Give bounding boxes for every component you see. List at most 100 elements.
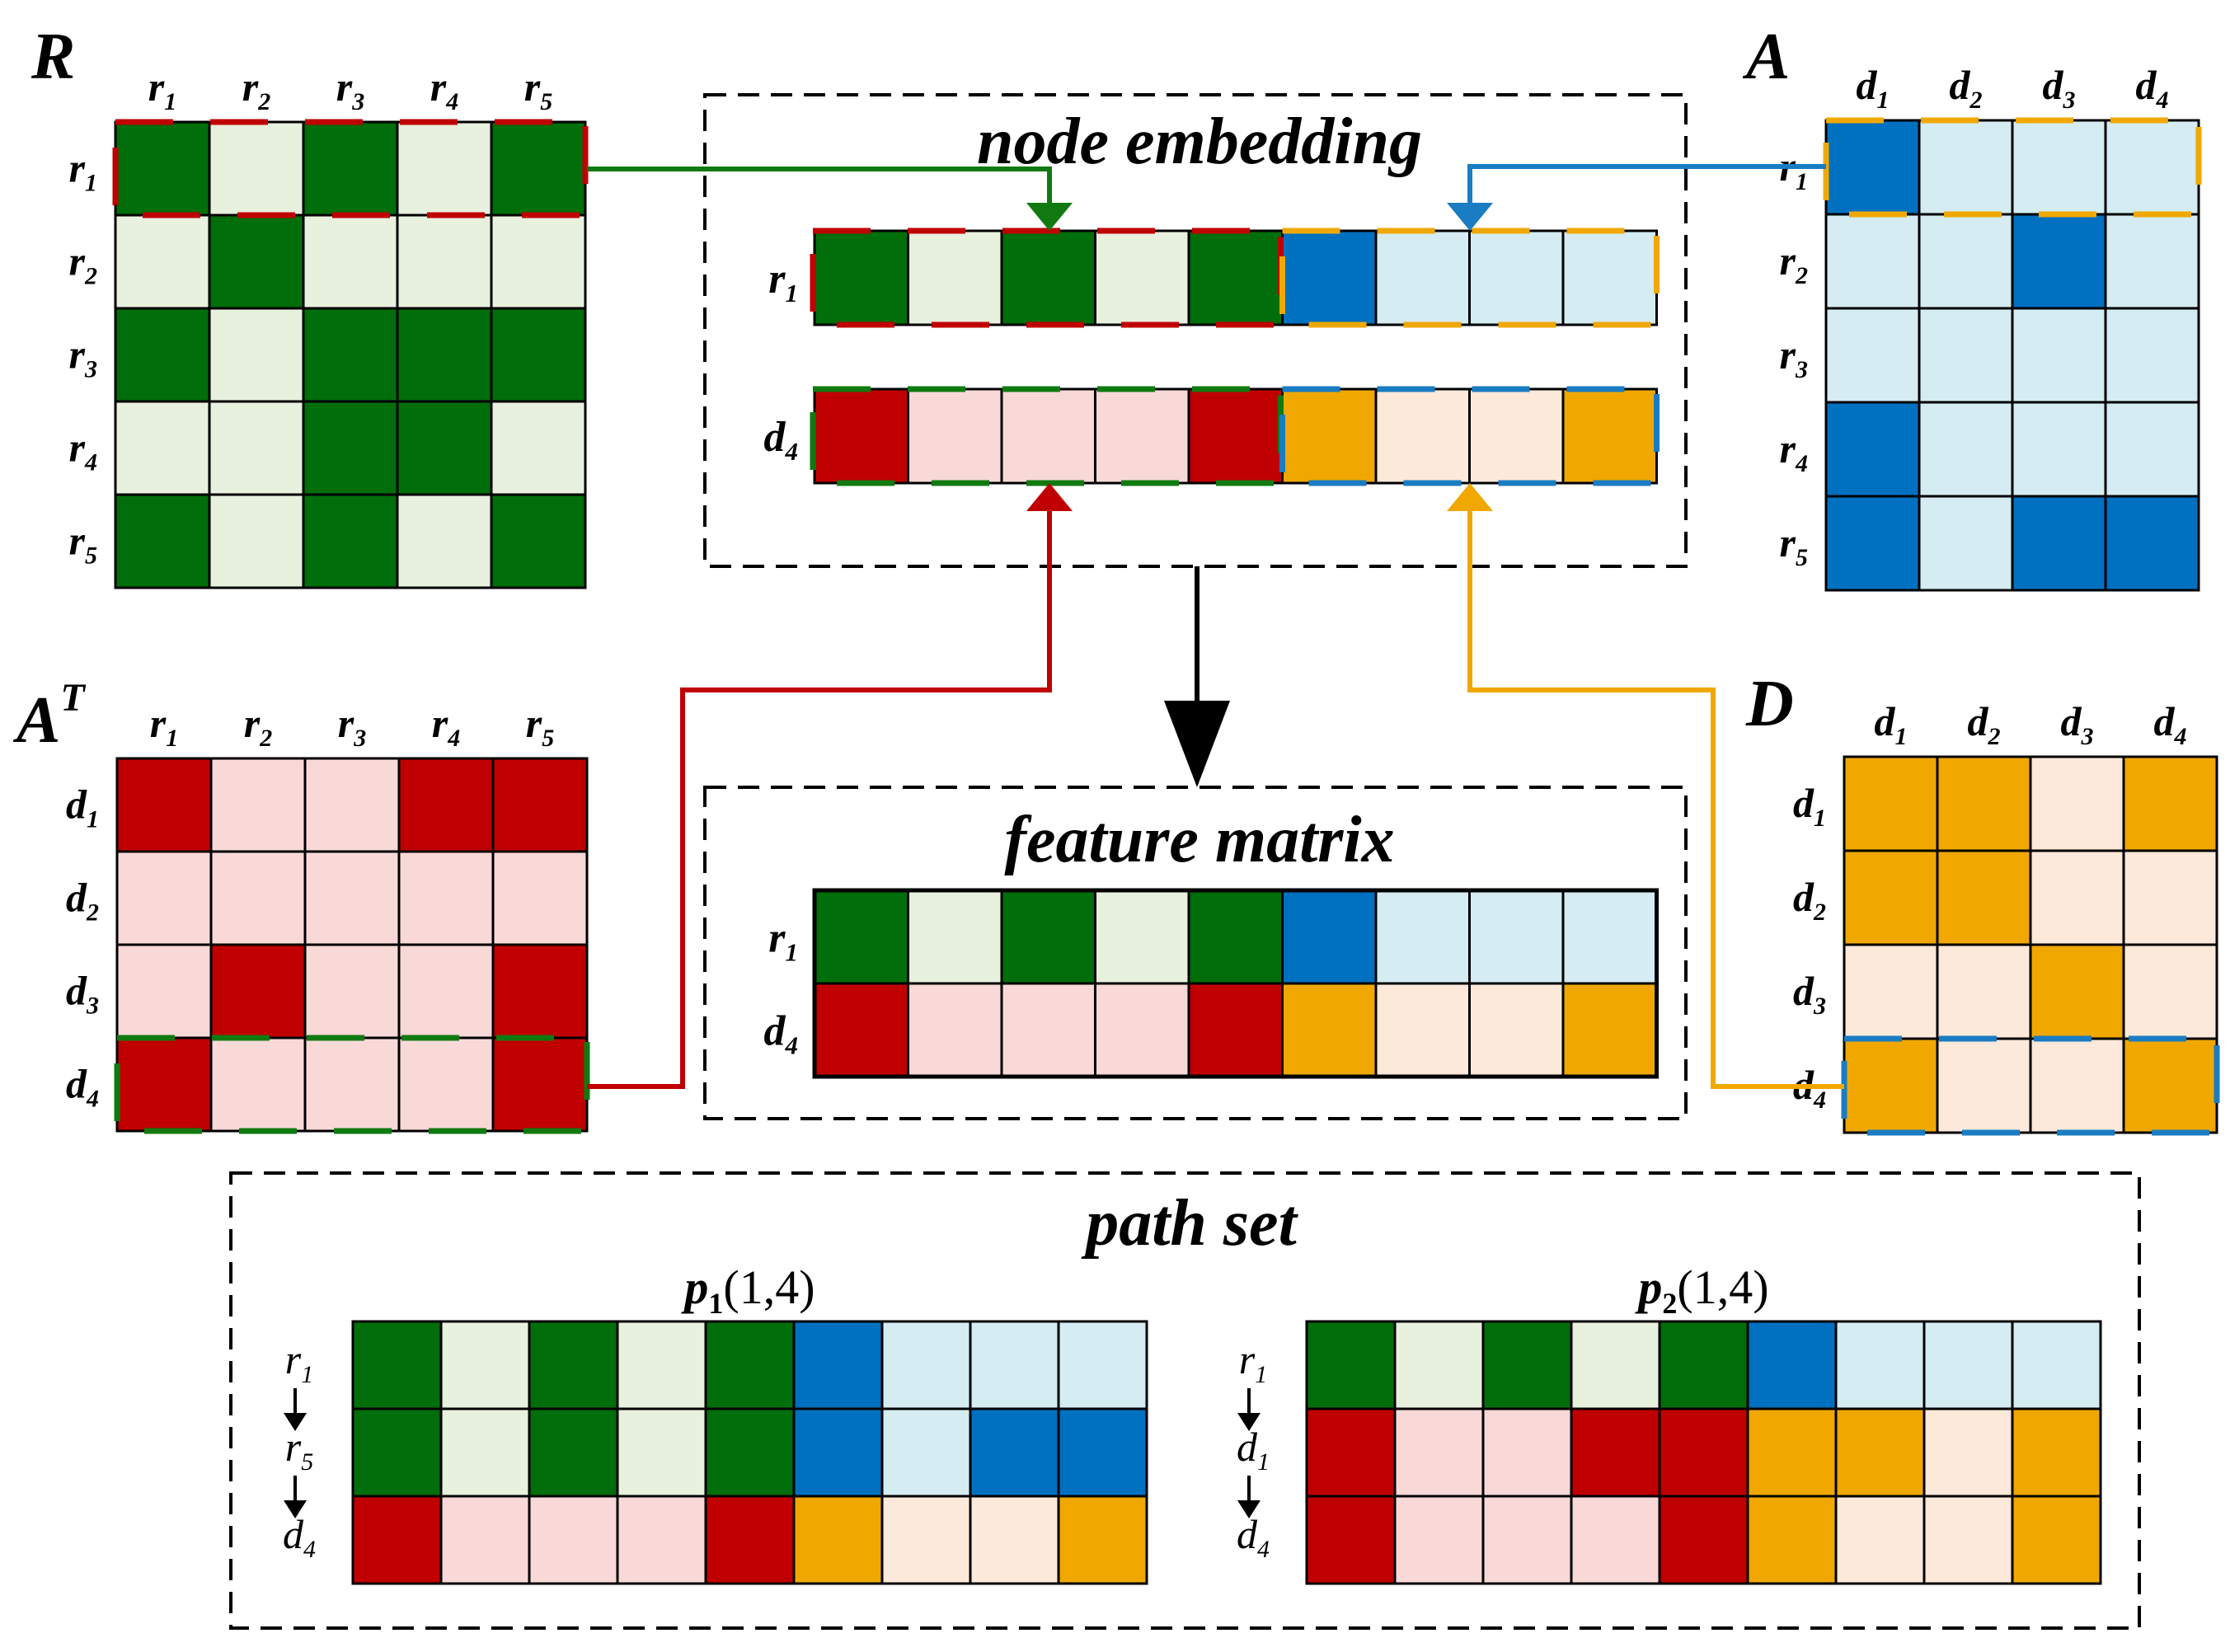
matrix-R-cell: [114, 214, 211, 310]
matrix-R-row-label: r3: [69, 331, 97, 383]
matrix-AT-cell: [209, 850, 307, 946]
matrix-R-cell: [208, 400, 305, 496]
embedding-row-1-cell: [1187, 229, 1284, 326]
matrix-A-cell: [1824, 307, 1921, 404]
path-2-row-cell: [2011, 1320, 2102, 1410]
path-2: p2(1,4) r1 d1 d4: [1237, 1260, 2102, 1585]
matrix-D-cell: [2122, 849, 2218, 946]
matrix-A-cell: [1918, 307, 2014, 404]
matrix-A-cell: [1918, 119, 2014, 216]
path-set-box: [229, 1171, 2141, 1630]
path-2-row-cell: [2011, 1495, 2102, 1585]
path-1-row-cell: [792, 1320, 884, 1410]
path-2-title: p2(1,4): [1634, 1260, 1768, 1320]
embedding-r1-right-highlight: [1279, 228, 1660, 328]
path-step-arrowhead: [1237, 1413, 1261, 1431]
path-2-row-cell: [1305, 1495, 1397, 1585]
matrix-AT-cell: [303, 943, 401, 1040]
feature-row-2-cell: [907, 982, 1003, 1078]
path-2-row-cell: [1570, 1407, 1661, 1498]
matrix-D-col-label: d4: [2154, 698, 2187, 750]
feature-row-2-cell: [813, 982, 909, 1078]
matrix-AT-col-label: r3: [338, 700, 366, 752]
path-2-row-cell: [1658, 1407, 1749, 1498]
embedding-row-2-cell: [1374, 387, 1471, 485]
feature-row-1-cell: [1468, 889, 1565, 985]
path-1-row-cell: [969, 1320, 1060, 1410]
embedding-row-2-cell: [1281, 387, 1378, 485]
path-1-row-cell: [439, 1320, 531, 1410]
matrix-AT-cell: [491, 850, 589, 946]
embedding-row-1-cell: [1468, 229, 1565, 326]
path-row-label: d4: [1237, 1511, 1270, 1563]
path-step-arrowhead: [284, 1500, 307, 1518]
node-embedding-title: node embedding: [977, 106, 1422, 178]
matrix-D-cell: [1936, 755, 2032, 852]
embedding-d4-right-highlight: [1279, 386, 1660, 486]
matrix-D-cell: [2029, 755, 2125, 852]
path-1-row-cell: [880, 1495, 972, 1585]
matrix-D-cell: [1936, 943, 2032, 1040]
feature-row-1-cell: [1281, 889, 1378, 985]
matrix-R-col-label: r2: [242, 63, 270, 115]
matrix-D-col-label: d1: [1875, 698, 1908, 750]
path-1-row-cell: [969, 1495, 1060, 1585]
path-1-row-cell: [704, 1495, 796, 1585]
feature-row-2-cell: [1468, 982, 1565, 1078]
matrix-A-col-label: d2: [1950, 62, 1983, 114]
path-2-row: [1305, 1407, 2102, 1498]
matrix-R-cell: [490, 214, 587, 310]
matrix-R-row-label: r1: [69, 145, 97, 197]
matrix-AT-col-label: r1: [150, 700, 178, 752]
connector-D-arrowhead: [1447, 483, 1493, 511]
matrix-R-cell: [490, 400, 587, 496]
feature-row-1-cell: [813, 889, 909, 985]
embedding-row-2-cell: [1000, 387, 1096, 485]
matrix-A-row-label: r2: [1780, 237, 1808, 289]
matrix-D-col-label: d3: [2061, 698, 2094, 750]
matrix-A-cell: [1824, 495, 1921, 592]
matrix-A-col-label: d1: [1857, 62, 1890, 114]
path-1-row-cell: [616, 1407, 707, 1498]
matrix-D-cell: [2122, 755, 2218, 852]
path-row-label: d1: [1237, 1424, 1270, 1476]
matrix-R-cell: [302, 307, 399, 403]
matrix-R-cell: [208, 307, 305, 403]
matrix-D-cell: [1843, 1037, 1939, 1134]
path-1-row-cell: [704, 1407, 796, 1498]
matrix-R-cell: [114, 400, 211, 496]
matrix-AT-cell: [209, 757, 307, 853]
connector-A-to-embedding: [1467, 164, 1826, 206]
path-1-row-cell: [616, 1495, 707, 1585]
matrix-A-col-label: d3: [2043, 62, 2076, 114]
path-row-label: r5: [285, 1424, 313, 1476]
feature-row-2-cell: [1561, 982, 1658, 1078]
path-2-row-cell: [1746, 1320, 1838, 1410]
path-1-row: [351, 1407, 1148, 1498]
connector-R-to-embedding: [587, 167, 1052, 206]
matrix-R-cell: [114, 307, 211, 403]
feature-row-2-cell: [1000, 982, 1096, 1078]
connectors-layer: [112, 117, 2220, 1136]
matrix-AT-cell: [303, 757, 401, 853]
connector-A-arrowhead: [1447, 203, 1493, 231]
matrix-D-title: D: [1745, 668, 1794, 740]
path-row-label: r1: [1239, 1336, 1267, 1388]
matrix-R-cell: [396, 400, 493, 496]
matrix-A-cell: [2011, 119, 2107, 216]
matrix-A-row-label: r5: [1780, 519, 1808, 571]
matrix-R-cell: [302, 400, 399, 496]
matrix-AT-col-label: r4: [432, 700, 460, 752]
matrix-AT-cell: [115, 757, 213, 853]
embedding-row-1-cell: [813, 229, 909, 326]
connector-AT-to-embedding: [587, 511, 1052, 1089]
path-2-row-cell: [1834, 1495, 1926, 1585]
path-1-row-cell: [528, 1320, 619, 1410]
embedding-row-2-cell: [1468, 387, 1565, 485]
matrix-D-cell: [1843, 943, 1939, 1040]
matrix-A-cell: [1918, 401, 2014, 498]
feature-row-1: [813, 889, 1658, 985]
matrix-A-cell: [2011, 401, 2107, 498]
